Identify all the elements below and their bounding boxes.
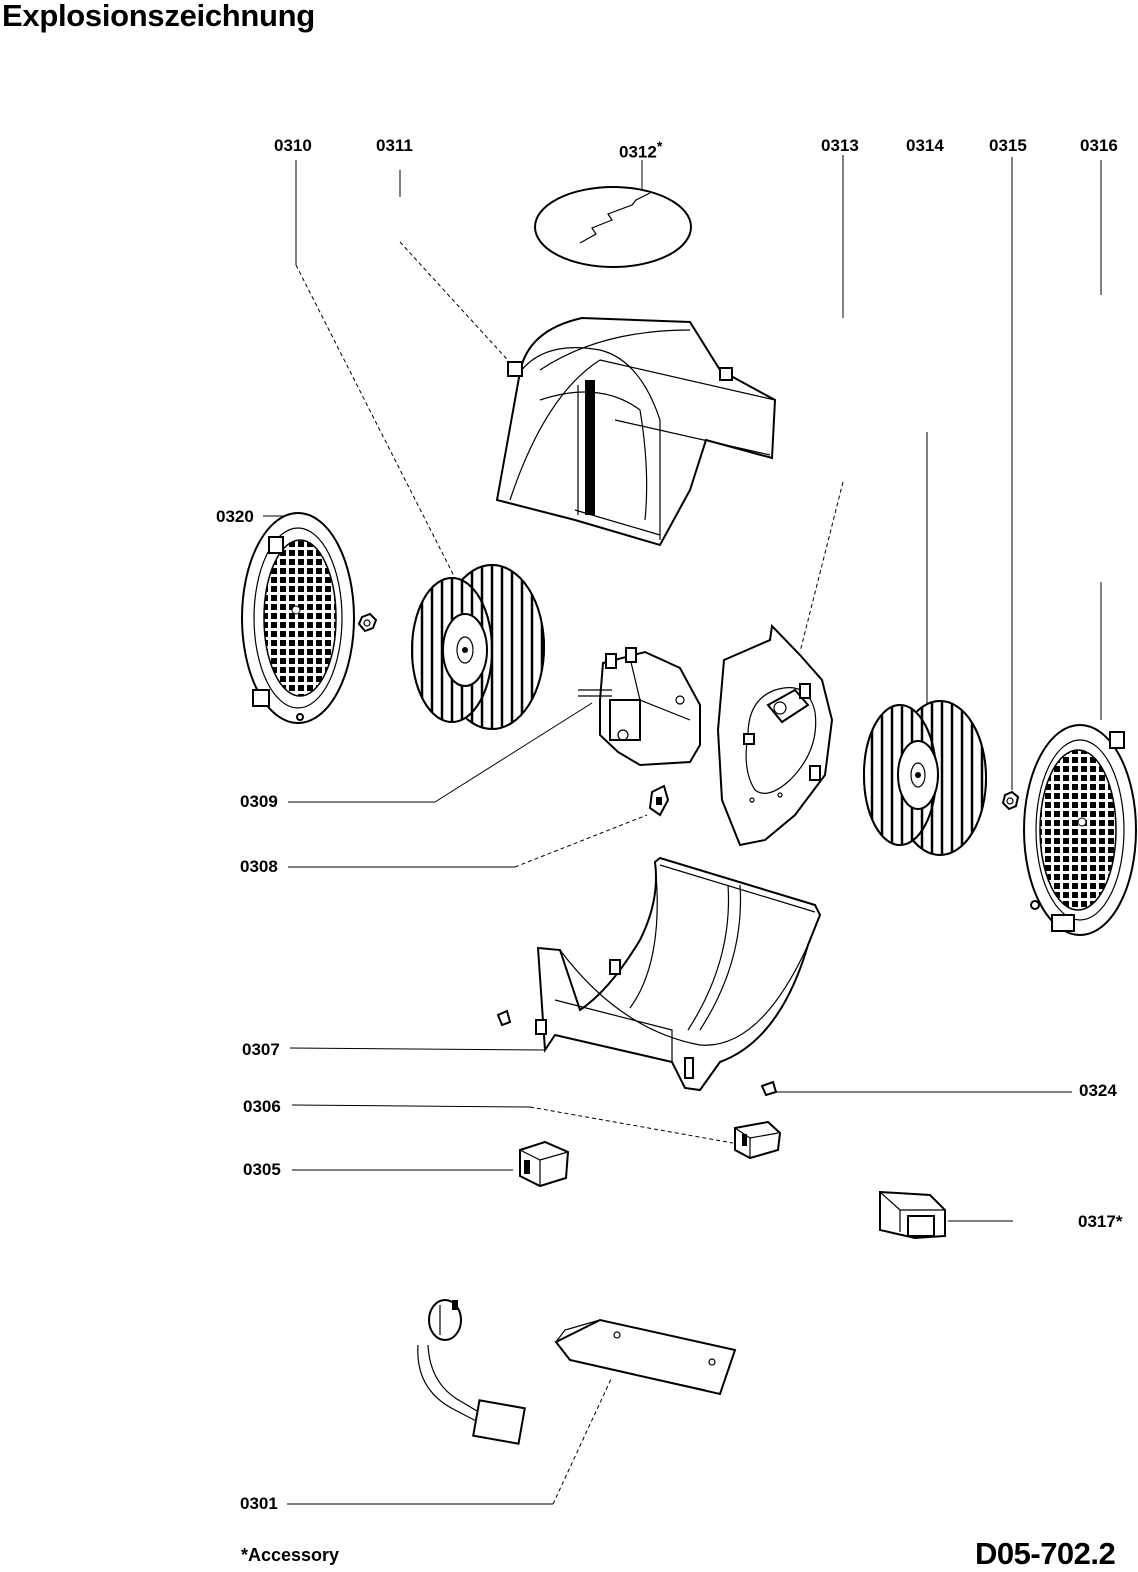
power-cord-part bbox=[417, 1299, 526, 1445]
part-label-0314: 0314 bbox=[906, 136, 944, 155]
part-label-0315: 0315 bbox=[989, 136, 1027, 155]
page-title: Explosionszeichnung bbox=[2, 0, 315, 33]
filter-disk-part bbox=[534, 186, 692, 268]
connector-part bbox=[519, 1140, 570, 1188]
leader-lines bbox=[263, 155, 1102, 1505]
part-label-0311: 0311 bbox=[376, 136, 413, 155]
right-grille-part bbox=[1023, 724, 1137, 936]
part-label-0301: 0301 bbox=[240, 1494, 278, 1513]
left-blower-wheel-part bbox=[411, 564, 545, 730]
right-blower-wheel-part bbox=[863, 700, 987, 856]
screw-part bbox=[760, 1080, 778, 1097]
mounting-plate-part bbox=[716, 623, 834, 847]
part-label-0310: 0310 bbox=[274, 136, 312, 155]
accessory-module-part bbox=[879, 1190, 946, 1240]
nut-part bbox=[357, 612, 378, 633]
small-screw-part bbox=[496, 1009, 512, 1027]
part-label-0312: 0312* bbox=[619, 138, 663, 162]
tray-part bbox=[554, 1318, 737, 1396]
motor-part bbox=[578, 647, 701, 767]
right-nut-part bbox=[1001, 790, 1020, 811]
part-label-0324: 0324 bbox=[1079, 1081, 1117, 1100]
document-id: D05-702.2 bbox=[975, 1536, 1116, 1571]
clip-part bbox=[648, 784, 670, 817]
part-label-0309: 0309 bbox=[240, 792, 278, 811]
accessory-footnote: *Accessory bbox=[241, 1545, 340, 1565]
part-label-0316: 0316 bbox=[1080, 136, 1118, 155]
outlet-housing-part bbox=[495, 316, 777, 547]
lower-housing-part bbox=[535, 856, 822, 1092]
part-label-0320: 0320 bbox=[216, 507, 254, 526]
part-label-0306: 0306 bbox=[243, 1097, 281, 1116]
part-label-0305: 0305 bbox=[243, 1160, 281, 1179]
part-label-0308: 0308 bbox=[240, 857, 278, 876]
part-label-0307: 0307 bbox=[242, 1040, 280, 1059]
part-label-0313: 0313 bbox=[821, 136, 859, 155]
connector-block-part bbox=[734, 1120, 782, 1160]
part-label-0317: 0317* bbox=[1078, 1212, 1123, 1231]
left-grille-part bbox=[241, 512, 355, 724]
